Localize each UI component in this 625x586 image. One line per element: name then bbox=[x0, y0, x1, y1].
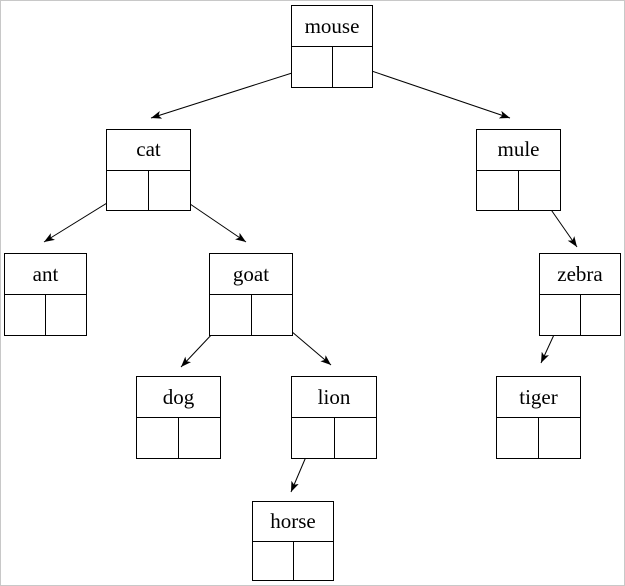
node-label: ant bbox=[5, 254, 86, 295]
node-label: dog bbox=[137, 377, 220, 418]
edge-mouse-mule bbox=[353, 64, 511, 119]
tree-node-dog: dog bbox=[136, 376, 221, 459]
node-label: goat bbox=[210, 254, 292, 295]
right-pointer-cell bbox=[335, 418, 377, 458]
pointer-row bbox=[292, 418, 376, 458]
right-pointer-cell bbox=[333, 47, 373, 87]
right-pointer-cell bbox=[179, 418, 220, 458]
left-pointer-cell bbox=[210, 295, 252, 335]
left-pointer-cell bbox=[540, 295, 581, 335]
left-pointer-cell bbox=[292, 47, 333, 87]
pointer-row bbox=[137, 418, 220, 458]
node-label: tiger bbox=[497, 377, 580, 418]
pointer-row bbox=[477, 170, 560, 211]
tree-node-mouse: mouse bbox=[291, 5, 373, 88]
tree-node-zebra: zebra bbox=[539, 253, 621, 336]
node-label: mouse bbox=[292, 6, 372, 47]
node-label: mule bbox=[477, 130, 560, 171]
pointer-row bbox=[292, 47, 372, 87]
pointer-row bbox=[540, 295, 620, 335]
left-pointer-cell bbox=[137, 418, 179, 458]
left-pointer-cell bbox=[477, 170, 519, 210]
tree-node-goat: goat bbox=[209, 253, 293, 336]
pointer-row bbox=[497, 418, 580, 458]
left-pointer-cell bbox=[292, 418, 335, 458]
left-pointer-cell bbox=[497, 418, 539, 458]
right-pointer-cell bbox=[539, 418, 580, 458]
pointer-row bbox=[253, 541, 334, 581]
tree-node-lion: lion bbox=[291, 376, 377, 459]
edge-mouse-cat bbox=[150, 65, 315, 119]
right-pointer-cell bbox=[519, 171, 560, 211]
right-pointer-cell bbox=[46, 295, 86, 335]
pointer-row bbox=[5, 295, 86, 335]
node-label: horse bbox=[253, 502, 333, 542]
right-pointer-cell bbox=[252, 295, 293, 335]
right-pointer-cell bbox=[581, 295, 621, 335]
right-pointer-cell bbox=[294, 542, 334, 581]
tree-node-horse: horse bbox=[252, 501, 334, 581]
tree-node-cat: cat bbox=[106, 129, 191, 211]
tree-node-mule: mule bbox=[476, 129, 561, 211]
left-pointer-cell bbox=[107, 170, 149, 210]
left-pointer-cell bbox=[5, 295, 46, 335]
tree-node-tiger: tiger bbox=[496, 376, 581, 459]
tree-node-ant: ant bbox=[4, 253, 87, 336]
pointer-row bbox=[107, 170, 190, 211]
node-label: cat bbox=[107, 130, 190, 171]
right-pointer-cell bbox=[149, 171, 190, 211]
node-label: zebra bbox=[540, 254, 620, 295]
node-label: lion bbox=[292, 377, 376, 418]
pointer-row bbox=[210, 295, 292, 335]
left-pointer-cell bbox=[253, 541, 294, 580]
